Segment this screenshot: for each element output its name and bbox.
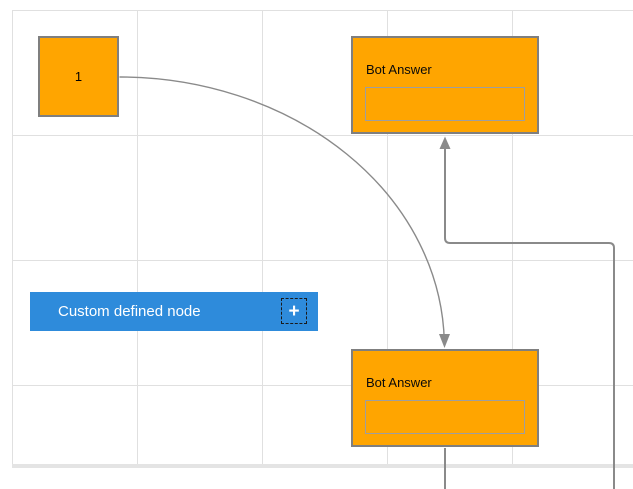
arrowhead-up xyxy=(439,136,451,149)
plus-icon: + xyxy=(288,300,300,322)
arrowhead-down xyxy=(439,334,450,348)
node-bot-answer-bottom[interactable]: Bot Answer xyxy=(351,349,539,447)
add-port-button[interactable]: + xyxy=(281,298,307,324)
node-start-label: 1 xyxy=(74,69,83,84)
canvas-bottom-edge xyxy=(12,464,633,468)
custom-node-label: Custom defined node xyxy=(58,303,201,320)
connectors xyxy=(119,76,615,489)
node-bot-answer-top[interactable]: Bot Answer xyxy=(351,36,539,134)
node-start[interactable]: 1 xyxy=(38,36,119,117)
connector-ortho-to-top-bot[interactable] xyxy=(444,149,615,489)
bot-answer-title: Bot Answer xyxy=(366,62,432,77)
bot-answer-input[interactable] xyxy=(365,87,525,121)
bot-answer-input[interactable] xyxy=(365,400,525,434)
connector-curve-start-to-bottom-bot[interactable] xyxy=(119,76,445,342)
bot-answer-title: Bot Answer xyxy=(366,375,432,390)
node-custom-defined[interactable]: Custom defined node + xyxy=(30,292,318,331)
